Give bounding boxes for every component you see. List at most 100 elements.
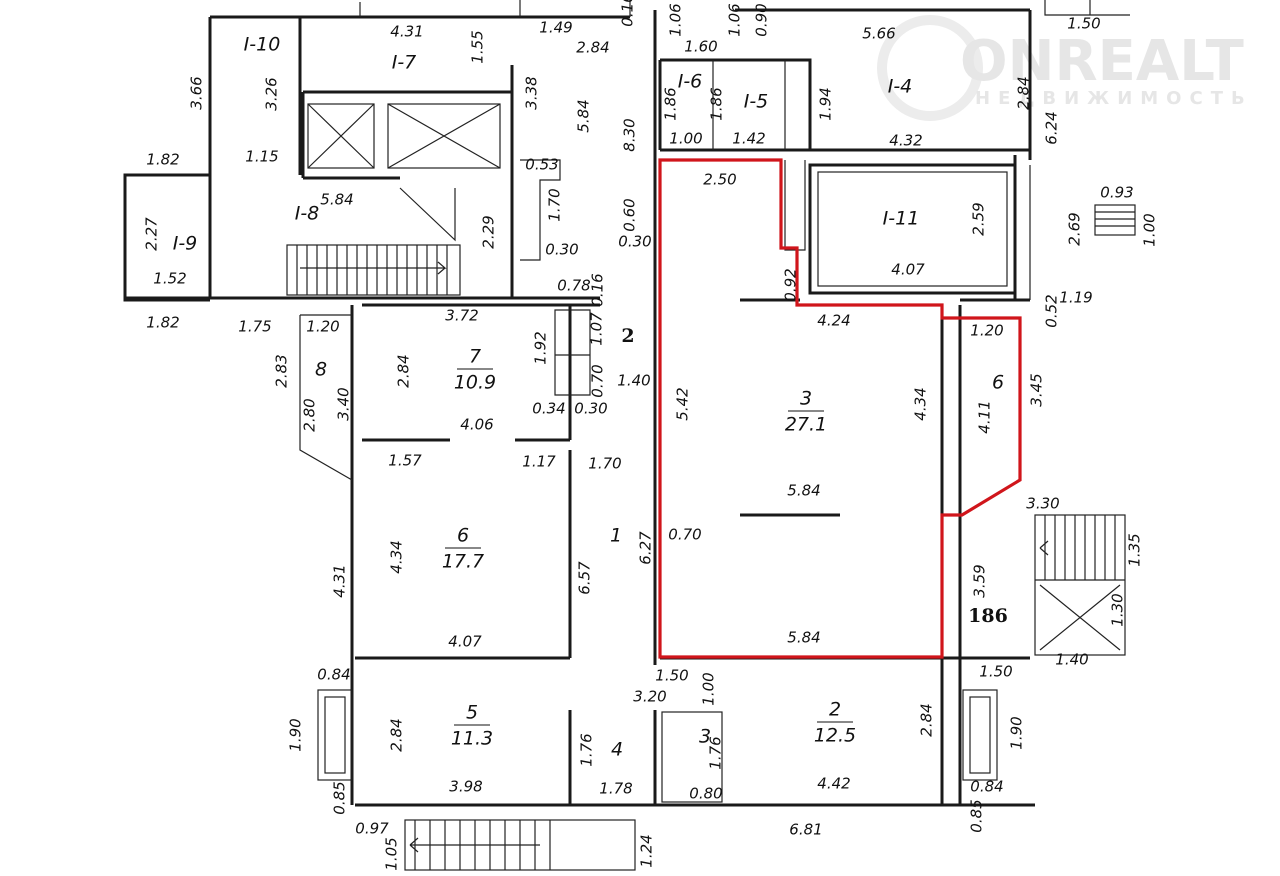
room-area: 10.9 (454, 372, 496, 394)
dimension-label: 5.42 (674, 387, 692, 420)
room-area: 11.3 (451, 728, 493, 750)
dimension-label: 3.30 (1026, 495, 1059, 513)
plan-marker: 2 (621, 325, 634, 347)
dimension-label: 2.84 (388, 718, 406, 751)
dimension-label: 2.84 (918, 703, 936, 736)
dimension-label: 1.94 (817, 87, 835, 120)
dimension-label: 1.82 (146, 151, 179, 169)
dimension-label: 4.07 (448, 633, 482, 651)
dimension-label: 0.84 (970, 778, 1003, 796)
dimension-label: 0.16 (589, 273, 607, 306)
highlighted-unit-outline (658, 158, 1022, 659)
room-number: I-11 (883, 208, 920, 230)
dimension-label: 1.07 (588, 312, 606, 346)
room-number: 5 (466, 702, 478, 724)
dimension-label: 3.38 (523, 76, 541, 109)
dimension-label: 8.30 (621, 118, 639, 151)
dimension-label: 0.78 (557, 277, 590, 295)
dimension-label: 1.49 (539, 19, 572, 37)
dimension-label: 4.34 (388, 540, 406, 573)
dimension-label: 1.17 (522, 453, 556, 471)
room-number: I-9 (173, 233, 198, 255)
dimension-label: 1.92 (532, 331, 550, 364)
watermark-subtitle: НЕДВИЖИМОСТЬ (975, 88, 1253, 109)
dimension-label: 3.66 (188, 76, 206, 109)
dimension-label: 1.90 (287, 718, 305, 751)
dimension-label: 1.19 (1059, 289, 1092, 307)
dimension-label: 2.59 (970, 202, 988, 235)
dimension-label: 1.55 (469, 30, 487, 63)
dimension-label: 1.40 (617, 372, 650, 390)
dimension-label: 0.90 (753, 3, 771, 36)
dimension-label: 0.85 (331, 781, 349, 814)
dimension-label: 2.83 (273, 354, 291, 387)
dimension-label: 6.57 (576, 561, 594, 595)
dimension-label: 1.40 (1055, 651, 1088, 669)
dimension-label: 4.06 (460, 416, 493, 434)
dimension-label: 0.70 (668, 526, 701, 544)
room-number: 6 (457, 525, 469, 547)
room-area: 12.5 (814, 725, 856, 747)
dimension-label: 0.70 (589, 364, 607, 397)
dimension-label: 1.60 (684, 38, 717, 56)
dimension-label: 3.26 (263, 77, 281, 110)
dimension-label: 1.06 (667, 3, 685, 36)
dimension-label: 6.81 (789, 821, 822, 839)
dimension-label: 1.42 (732, 130, 765, 148)
dimension-label: 1.35 (1126, 533, 1144, 566)
dimension-label: 0.30 (618, 233, 651, 251)
room-number: 6 (992, 372, 1004, 394)
dimension-label: 1.15 (245, 148, 278, 166)
dimension-label: 1.70 (546, 188, 564, 221)
dimension-label: 5.84 (787, 482, 820, 500)
dimension-label: 1.70 (588, 455, 621, 473)
dimension-label: 3.72 (445, 307, 478, 325)
dimension-label: 0.80 (689, 785, 722, 803)
dimension-label: 5.66 (862, 25, 895, 43)
dimension-label: 4.42 (817, 775, 850, 793)
dimension-label: 6.24 (1043, 111, 1061, 144)
dimension-label: 1.90 (1008, 716, 1026, 749)
dimension-label: 0.84 (317, 666, 350, 684)
dimension-label: 6.27 (637, 531, 655, 565)
dimension-label: 1.57 (388, 452, 422, 470)
dimension-label: 3.59 (971, 564, 989, 597)
dimension-label: 1.76 (707, 736, 725, 769)
dimension-label: 0.34 (532, 400, 565, 418)
room-area: 17.7 (442, 551, 484, 573)
dimension-label: 1.86 (708, 87, 726, 120)
dimension-label: 2.80 (301, 398, 319, 431)
dimension-label: 3.40 (335, 387, 353, 420)
dimension-label: 1.52 (153, 270, 186, 288)
dimension-label: 1.82 (146, 314, 179, 332)
room-number: I-10 (244, 34, 281, 56)
dimension-label: 1.00 (1141, 213, 1159, 246)
room-number: 7 (469, 346, 481, 368)
dimension-label: 0.97 (355, 820, 389, 838)
dimension-label: 5.84 (575, 99, 593, 132)
dimension-label: 0.93 (1100, 184, 1133, 202)
dimension-label: 0.52 (1043, 294, 1061, 327)
dimension-label: 4.11 (976, 400, 994, 433)
dimension-label: 1.50 (655, 667, 688, 685)
dimension-label: 2.27 (143, 217, 161, 251)
dimension-label: 2.29 (480, 215, 498, 248)
dimension-label: 1.06 (726, 3, 744, 36)
room-number: 4 (611, 739, 623, 761)
room-number: 8 (315, 359, 327, 381)
dimension-label: 1.00 (700, 672, 718, 705)
dimension-label: 3.98 (449, 778, 482, 796)
dimension-label: 0.16 (619, 0, 637, 27)
dimension-label: 4.24 (817, 312, 850, 330)
dimension-label: 0.85 (968, 799, 986, 832)
dimension-label: 1.86 (662, 87, 680, 120)
room-number: 2 (829, 699, 841, 721)
dimension-label: 4.32 (889, 132, 922, 150)
room-number: I-4 (888, 76, 913, 98)
room-number: I-6 (678, 71, 703, 93)
room-area: 27.1 (785, 414, 827, 436)
dimension-label: 0.30 (545, 241, 578, 259)
dimension-label: 2.50 (703, 171, 736, 189)
dimension-label: 2.84 (395, 354, 413, 387)
